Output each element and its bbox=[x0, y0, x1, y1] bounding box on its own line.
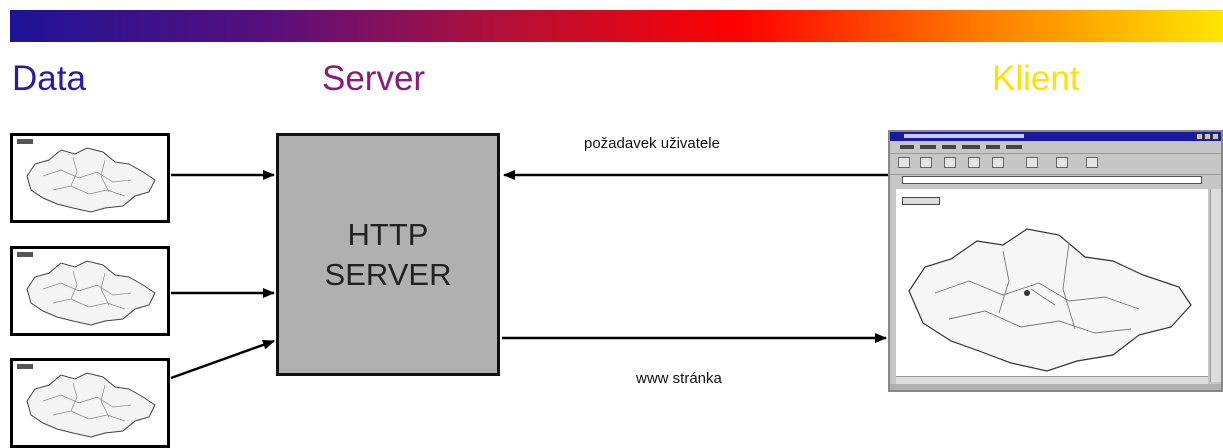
browser-horizontal-scrollbar bbox=[896, 376, 1208, 384]
home-icon bbox=[992, 157, 1004, 168]
heading-data: Data bbox=[12, 59, 86, 98]
close-icon bbox=[1212, 133, 1219, 140]
favorites-icon bbox=[1056, 157, 1068, 168]
browser-vertical-scrollbar bbox=[1210, 189, 1221, 382]
map-legend-tag bbox=[17, 139, 33, 144]
browser-menubar bbox=[890, 142, 1221, 152]
browser-address-bar bbox=[902, 176, 1202, 184]
back-icon bbox=[898, 157, 910, 168]
menu-item bbox=[920, 145, 936, 149]
menu-item bbox=[900, 145, 914, 149]
menu-item bbox=[1006, 145, 1022, 149]
response-label: www stránka bbox=[636, 370, 722, 387]
maximize-icon bbox=[1204, 133, 1211, 140]
minimize-icon bbox=[1196, 133, 1203, 140]
forward-icon bbox=[920, 157, 932, 168]
http-server-box: HTTP SERVER bbox=[276, 133, 500, 376]
request-label: požadavek uživatele bbox=[584, 135, 720, 152]
server-label-line2: SERVER bbox=[324, 256, 452, 292]
history-icon bbox=[1086, 157, 1098, 168]
heading-server: Server bbox=[322, 59, 426, 98]
menu-item bbox=[962, 145, 980, 149]
refresh-icon bbox=[968, 157, 980, 168]
map-legend-tag bbox=[17, 364, 33, 369]
data-source-map-3 bbox=[10, 358, 170, 448]
server-label-line1: HTTP bbox=[347, 216, 429, 252]
data-source-map-2 bbox=[10, 246, 170, 336]
browser-toolbar bbox=[890, 153, 1221, 175]
map-of-czech-republic-icon bbox=[899, 201, 1199, 377]
map-legend-tag bbox=[17, 252, 33, 257]
data-source-map-1 bbox=[10, 133, 170, 223]
browser-titlebar bbox=[890, 132, 1221, 141]
menu-item bbox=[986, 145, 1000, 149]
browser-statusbar bbox=[890, 384, 1221, 390]
menu-item bbox=[942, 145, 956, 149]
search-icon bbox=[1026, 157, 1038, 168]
heading-client: Klient bbox=[992, 59, 1080, 98]
browser-viewport bbox=[896, 189, 1208, 382]
stop-icon bbox=[944, 157, 956, 168]
arrow-data3-to-server bbox=[170, 339, 275, 380]
map-of-czech-republic-icon bbox=[26, 372, 156, 438]
map-of-czech-republic-icon bbox=[26, 147, 156, 213]
gradient-banner bbox=[10, 10, 1223, 42]
map-of-czech-republic-icon bbox=[26, 260, 156, 326]
browser-title-text bbox=[904, 134, 1024, 138]
map-toolbar bbox=[902, 197, 940, 205]
web-browser-window-icon bbox=[888, 130, 1223, 392]
